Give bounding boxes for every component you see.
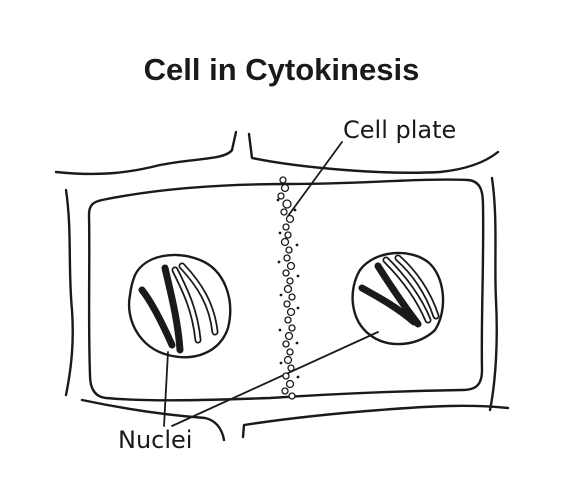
left-chromosomes (138, 262, 219, 354)
right-chromosomes (358, 254, 440, 328)
cell-wall-right (488, 176, 498, 412)
cell-wall-bottom-left (80, 398, 226, 442)
chromosome-light-4-fill (396, 256, 438, 318)
cell-wall-top-left (54, 130, 238, 176)
cell-membrane (87, 178, 485, 402)
chromosome-dark-4 (374, 262, 422, 328)
left-nucleus (127, 253, 232, 359)
nuclei-pointer-line-left (163, 351, 169, 427)
cell-plate-dots (276, 198, 300, 379)
cell-wall-bottom-right (241, 404, 510, 439)
nuclei-label: Nuclei (118, 426, 193, 454)
cell-plate-label: Cell plate (343, 116, 457, 144)
chromosome-light-3-fill (384, 258, 430, 322)
nuclei-pointer-line-right (171, 331, 379, 427)
cell-plate (277, 176, 296, 400)
chromosome-light-1-fill (173, 268, 200, 342)
cell-plate-pointer-line (287, 141, 343, 217)
cell-wall-top-right (247, 132, 500, 174)
diagram-title: Cell in Cytokinesis (143, 52, 420, 87)
cell-wall-left (64, 188, 74, 397)
chromosome-dark-2 (161, 264, 184, 354)
chromosome-light-2-fill (180, 264, 217, 334)
chromosome-dark-1 (138, 286, 176, 349)
right-nucleus (351, 251, 445, 346)
